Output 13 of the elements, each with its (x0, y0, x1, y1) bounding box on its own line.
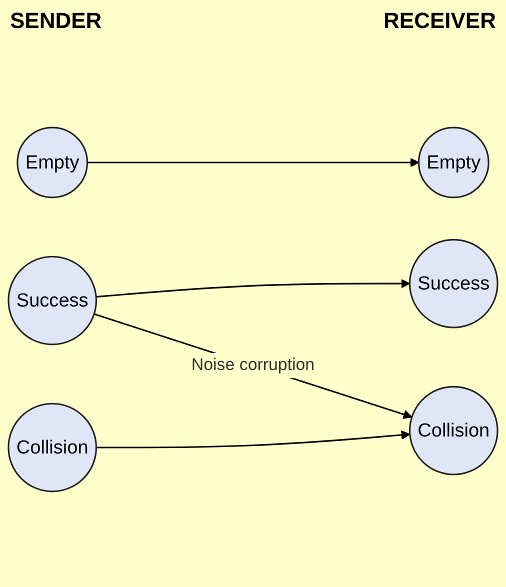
edge-label: Noise corruption (191, 356, 315, 374)
arrow (87, 158, 420, 168)
arrow (96, 278, 410, 298)
column-heading: RECEIVER (384, 8, 496, 35)
arrow (96, 430, 410, 448)
column-heading: SENDER (10, 8, 102, 35)
node-circle: Empty (418, 126, 490, 198)
node-circle: Success (8, 256, 98, 346)
node-circle: Collision (8, 402, 98, 492)
node-circle: Empty (16, 126, 88, 198)
node-circle: Success (408, 238, 498, 328)
node-circle: Collision (408, 386, 498, 476)
arrow (94, 313, 412, 419)
